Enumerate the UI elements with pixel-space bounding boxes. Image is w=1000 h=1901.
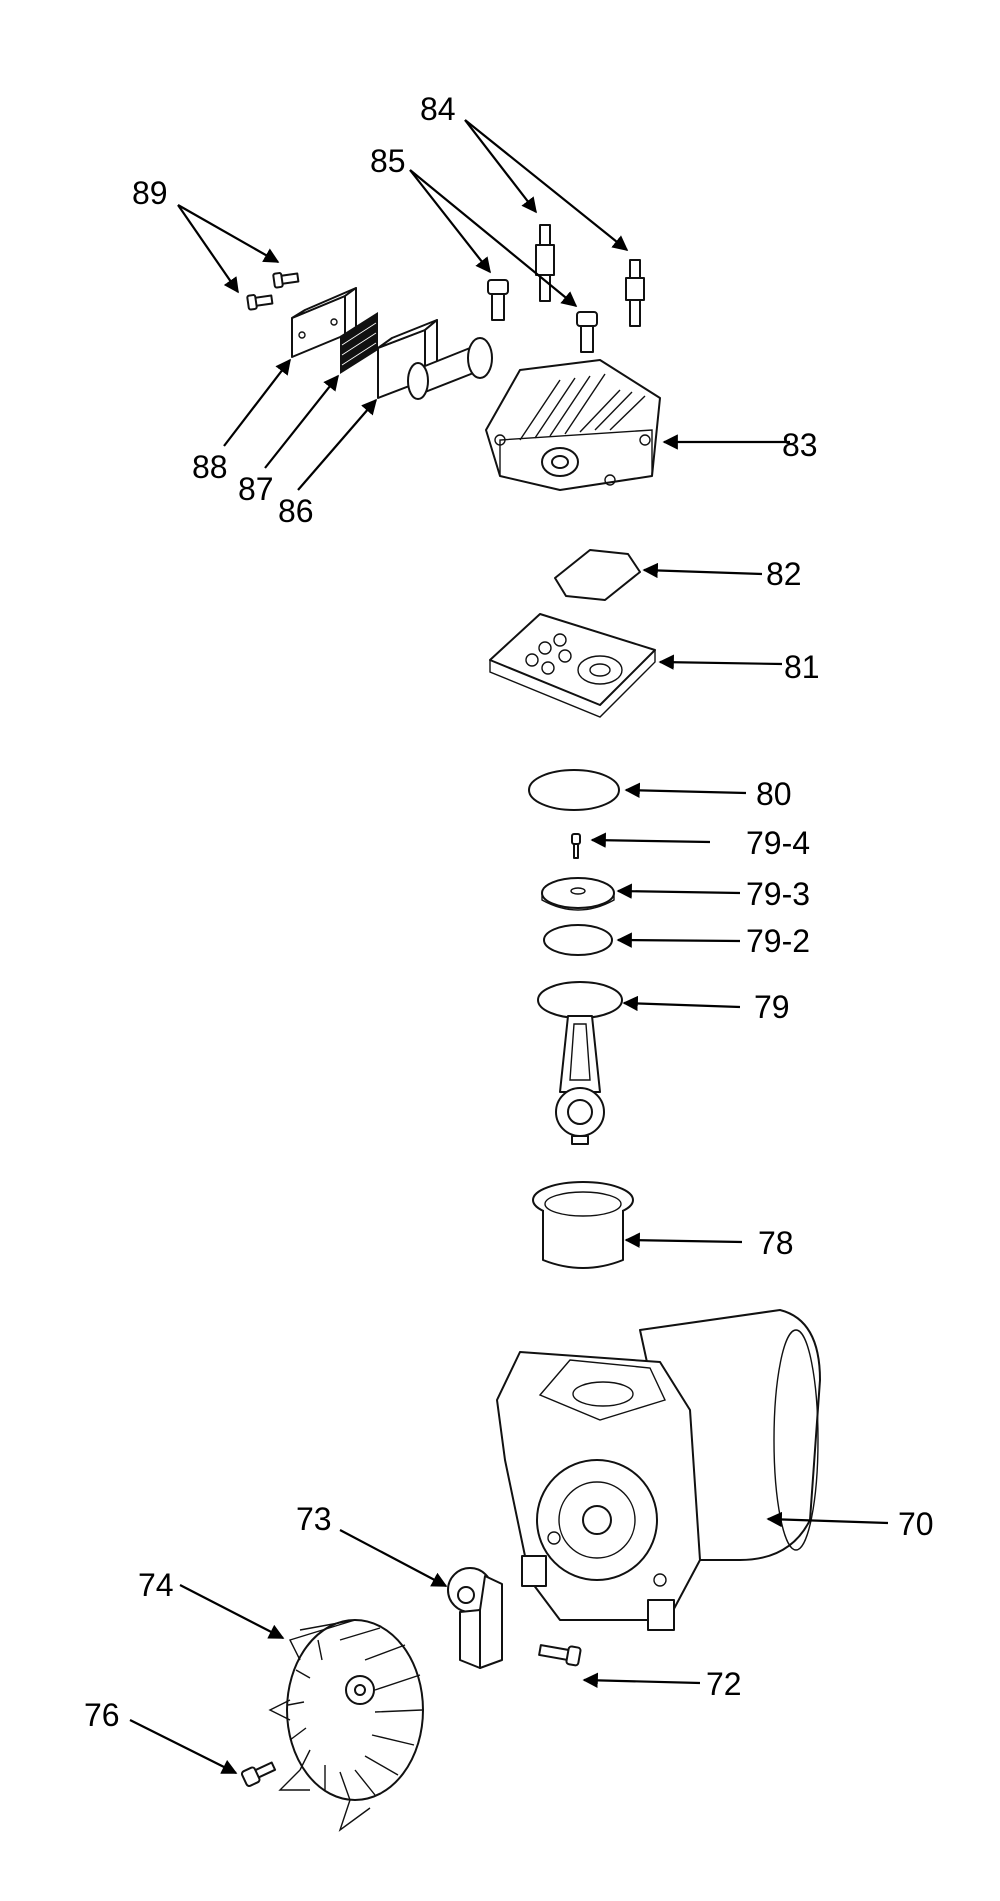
- label-80: 80: [756, 776, 792, 812]
- label-79: 79: [754, 989, 790, 1025]
- label-76: 76: [84, 1697, 120, 1733]
- part-85-head-bolts: [487, 279, 598, 353]
- label-83: 83: [782, 427, 818, 463]
- callout-labels: 84 85 89 88 87 86 83 82 81 80 79-4 79-3 …: [84, 91, 934, 1733]
- label-72: 72: [706, 1666, 742, 1702]
- leader-lines: [129, 119, 889, 1774]
- label-79-4: 79-4: [746, 825, 810, 861]
- label-82: 82: [766, 556, 802, 592]
- label-89: 89: [132, 175, 168, 211]
- part-79-3-retainer: [541, 877, 615, 911]
- label-84: 84: [420, 91, 456, 127]
- part-82-head-gasket: [554, 549, 641, 601]
- part-89-screws: [246, 272, 300, 311]
- part-79-connecting-rod: [537, 981, 623, 1145]
- part-72-bolt: [538, 1644, 582, 1667]
- label-79-2: 79-2: [746, 923, 810, 959]
- part-78-cylinder-sleeve: [532, 1181, 634, 1269]
- part-81-valve-plate: [489, 613, 656, 718]
- label-87: 87: [238, 471, 274, 507]
- label-81: 81: [784, 649, 820, 685]
- part-79-2-ring: [543, 924, 613, 956]
- label-85: 85: [370, 143, 406, 179]
- part-76-screw: [240, 1761, 277, 1787]
- label-78: 78: [758, 1225, 794, 1261]
- part-79-4-screw: [571, 833, 581, 859]
- part-80-o-ring: [528, 769, 620, 811]
- label-70: 70: [898, 1506, 934, 1542]
- part-88-filter-cover: [291, 287, 357, 358]
- label-88: 88: [192, 449, 228, 485]
- part-74-fan: [268, 1619, 424, 1832]
- part-84-studs: [535, 224, 645, 327]
- label-73: 73: [296, 1501, 332, 1537]
- part-73-eccentric: [447, 1567, 503, 1669]
- label-79-3: 79-3: [746, 876, 810, 912]
- part-86-filter-housing: [377, 319, 493, 400]
- part-83-cylinder-head: [485, 359, 661, 491]
- label-86: 86: [278, 493, 314, 529]
- label-74: 74: [138, 1567, 174, 1603]
- part-70-crankcase-motor: [496, 1309, 821, 1631]
- part-87-filter-element: [340, 312, 378, 374]
